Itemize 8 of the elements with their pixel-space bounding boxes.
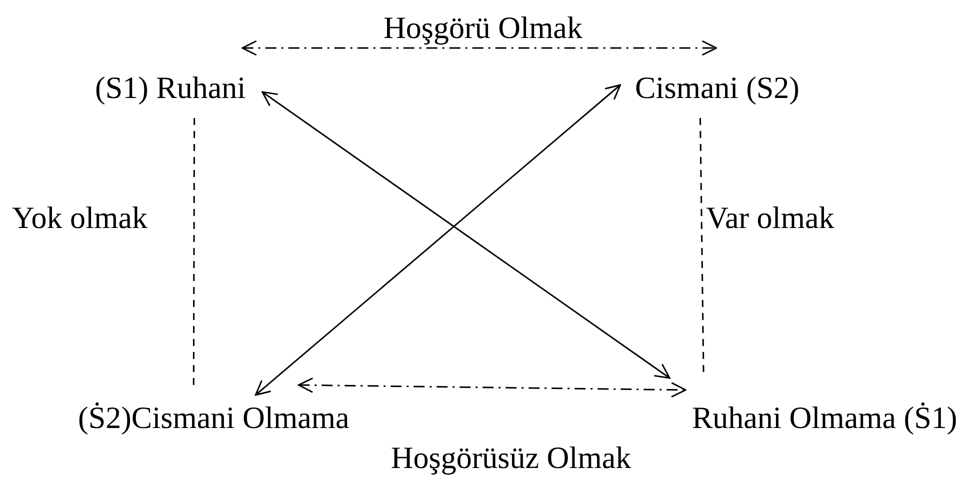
arrow [262, 91, 670, 379]
term-label: (S1) Ruhani [95, 70, 246, 105]
arrow [242, 40, 717, 56]
term-label: (Ṡ2)Cismani Olmama [78, 400, 350, 435]
term-label: Ruhani Olmama (Ṡ1) [692, 400, 956, 435]
term-label: Cismani (S2) [635, 70, 800, 105]
arrow [254, 84, 621, 396]
arrow [298, 377, 686, 398]
